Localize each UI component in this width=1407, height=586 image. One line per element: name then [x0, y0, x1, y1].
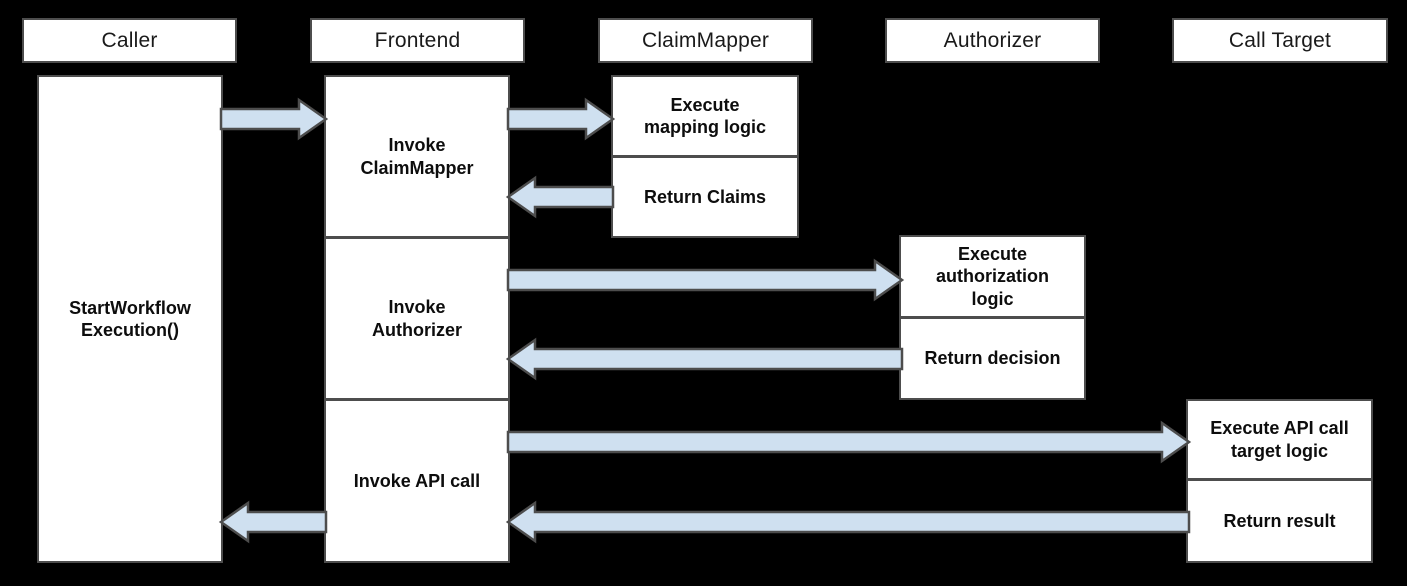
- message-arrow-frontend-to-claimmapper: [506, 97, 616, 141]
- activation-frontend-invoke-api-call: Invoke API call: [324, 399, 510, 563]
- lane-header-frontend-label: Frontend: [374, 28, 461, 52]
- message-arrow-caller-to-frontend: [219, 97, 329, 141]
- activation-frontend-invoke-api-call-label: Invoke API call: [353, 470, 481, 491]
- message-arrow-claimmapper-to-frontend: [505, 175, 615, 219]
- lane-header-claimmapper-label: ClaimMapper: [641, 28, 770, 52]
- lane-header-caller-label: Caller: [101, 28, 158, 52]
- activation-calltarget-return-result: Return result: [1186, 479, 1373, 563]
- lane-header-authorizer: Authorizer: [885, 18, 1100, 63]
- lane-header-calltarget-label: Call Target: [1228, 28, 1332, 52]
- message-arrow-calltarget-to-frontend: [505, 500, 1191, 544]
- message-arrow-frontend-to-authorizer: [506, 258, 905, 302]
- lane-header-authorizer-label: Authorizer: [943, 28, 1042, 52]
- activation-calltarget-return-result-label: Return result: [1223, 510, 1336, 531]
- activation-claimmapper-return-claims: Return Claims: [611, 156, 799, 238]
- activation-authorizer-return-decision: Return decision: [899, 317, 1086, 400]
- message-arrow-authorizer-to-frontend: [505, 337, 904, 381]
- activation-authorizer-return-decision-label: Return decision: [924, 348, 1061, 369]
- activation-claimmapper-return-claims-label: Return Claims: [643, 186, 767, 207]
- lane-header-calltarget: Call Target: [1172, 18, 1388, 63]
- lane-header-caller: Caller: [22, 18, 237, 63]
- lane-header-frontend: Frontend: [310, 18, 525, 63]
- lane-header-claimmapper: ClaimMapper: [598, 18, 813, 63]
- message-arrow-frontend-to-caller: [218, 500, 328, 544]
- message-arrow-frontend-to-calltarget: [506, 420, 1192, 464]
